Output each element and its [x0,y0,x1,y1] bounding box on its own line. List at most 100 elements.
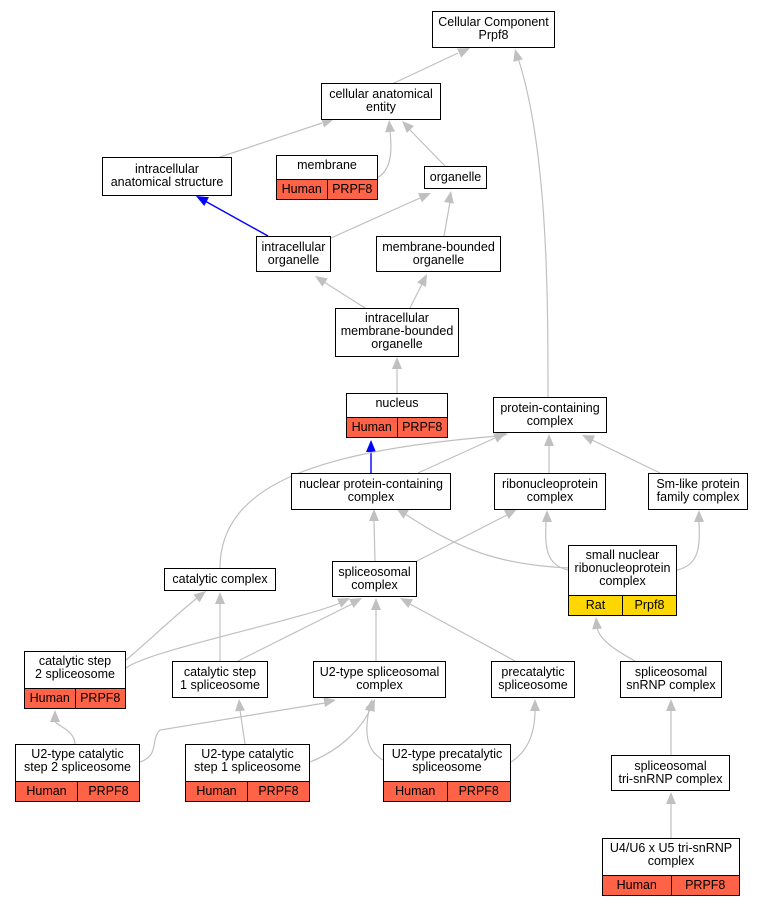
edge-u2sc-to-spliceosomal-arrowhead [371,598,381,610]
species-label: Rat [585,598,606,612]
node-label: U2-type catalytic step 2 spliceosome [23,747,131,774]
edge-u2cs2-to-cs2 [50,710,76,745]
node-small-nuclear-ribonucleoprotein-complex[interactable]: small nuclear ribonucleoprotein complex … [568,545,677,616]
edge-npcc-to-nucleus-arrowhead [366,440,376,452]
node-nucleus[interactable]: nucleus Human PRPF8 [346,393,448,438]
node-cellular-anatomical-entity[interactable]: cellular anatomical entity [321,83,441,120]
node-label: nucleus [375,396,419,410]
node-label: cellular anatomical entity [329,87,433,114]
edge-organelle-to-cae [402,121,446,167]
gene-label: PRPF8 [247,782,309,801]
node-nuclear-protein-containing-complex[interactable]: nuclear protein-containing complex [291,473,451,510]
edge-cae-to-cc-arrowhead [457,48,470,58]
annotation-badge: Human PRPF8 [277,179,377,199]
node-label: organelle [429,170,482,184]
edge-imbo-to-io [315,276,366,309]
edge-pcc-to-cc [513,49,549,398]
node-intracellular-organelle[interactable]: intracellular organelle [256,236,331,272]
edge-rnp-to-pcc [544,434,554,473]
edge-snrnp-to-rnp-arrowhead [542,510,552,522]
node-label: intracellular organelle [261,240,326,267]
node-u4-u6-x-u5-tri-snrnp-complex[interactable]: U4/U6 x U5 tri-snRNP complex Human PRPF8 [602,838,740,896]
edge-snrnp-to-npcc-arrowhead [396,508,409,519]
node-intracellular-anatomical-structure[interactable]: intracellular anatomical structure [102,157,232,196]
edge-spliceosomal-to-npcc-arrowhead [369,509,379,521]
node-ribonucleoprotein-complex[interactable]: ribonucleoprotein complex [494,473,606,510]
edge-io-to-organelle [330,193,431,239]
annotation-badge: Human PRPF8 [347,417,447,437]
gene-label: PRPF8 [74,689,126,708]
node-label: U4/U6 x U5 tri-snRNP complex [609,841,733,868]
node-label: spliceosomal complex [338,565,411,592]
node-label: spliceosomal tri-snRNP complex [618,759,723,786]
node-cellular-component[interactable]: Cellular Component Prpf8 [432,11,555,48]
edge-ias-to-cae [219,117,334,158]
edge-io-to-ias-arrowhead [196,196,209,207]
node-spliceosomal-complex[interactable]: spliceosomal complex [332,561,417,597]
edge-cs1-to-spliceosomal-arrowhead [349,598,362,608]
edge-spliceosomal-to-npcc [369,509,379,562]
node-catalytic-step-2-spliceosome[interactable]: catalytic step 2 spliceosome Human PRPF8 [24,651,126,709]
node-label: U2-type catalytic step 1 spliceosome [193,747,301,774]
edge-io-to-ias [196,196,269,237]
node-u2-type-catalytic-step-2-spliceosome[interactable]: U2-type catalytic step 2 spliceosome Hum… [15,744,140,802]
node-label: nuclear protein-containing complex [299,477,443,504]
annotation-badge: Human PRPF8 [603,875,739,895]
node-label: spliceosomal snRNP complex [626,665,716,692]
edge-mbo-to-organelle [443,191,454,237]
node-sm-like-protein-family-complex[interactable]: Sm-like protein family complex [648,473,748,510]
node-membrane[interactable]: membrane Human PRPF8 [276,155,378,200]
species-label: Human [395,784,436,798]
edge-cs2-to-catalytic [125,591,206,661]
edge-snrnp-to-npcc [396,508,571,569]
edge-precat-to-spliceosomal-arrowhead [400,598,413,609]
node-u2-type-spliceosomal-complex[interactable]: U2-type spliceosomal complex [313,661,446,698]
node-label: small nuclear ribonucleoprotein complex [574,548,671,588]
edge-u2pc-to-precat-arrowhead [530,699,540,711]
node-protein-containing-complex[interactable]: protein-containing complex [493,397,607,433]
edge-cae-to-cc [391,48,470,85]
annotation-badge: Human PRPF8 [384,781,510,801]
node-membrane-bounded-organelle[interactable]: membrane-bounded organelle [376,236,501,272]
edge-tri-to-sns-arrowhead [666,699,676,711]
node-spliceosomal-tri-snrnp-complex[interactable]: spliceosomal tri-snRNP complex [611,755,730,791]
node-label: U2-type precatalytic spliceosome [391,747,503,774]
edge-spliceosomal-to-rnp [414,509,517,563]
edge-tri-to-sns [666,699,676,755]
edge-cs2-to-spliceosomal-arrowhead [337,598,350,608]
node-precatalytic-spliceosome[interactable]: precatalytic spliceosome [491,661,575,698]
edge-cs2-to-spliceosomal [125,598,350,669]
node-label: intracellular anatomical structure [110,162,224,189]
edge-pcc-to-cc-arrowhead [513,49,523,62]
edge-mbo-to-organelle-arrowhead [443,191,454,204]
edge-rnp-to-pcc-arrowhead [544,434,554,446]
edge-npcc-to-nucleus [366,440,376,473]
node-u2-type-precatalytic-spliceosome[interactable]: U2-type precatalytic spliceosome Human P… [383,744,511,802]
edge-u4u6-to-tri [666,792,676,838]
edge-snrnp-to-rnp [542,510,569,571]
edge-u4u6-to-tri-arrowhead [666,792,676,804]
edge-nucleus-to-imbo-arrowhead [392,357,402,369]
edge-organelle-to-cae-arrowhead [402,121,415,134]
node-u2-type-catalytic-step-1-spliceosome[interactable]: U2-type catalytic step 1 spliceosome Hum… [185,744,310,802]
gene-label: PRPF8 [396,418,448,437]
node-label: membrane [297,158,357,172]
edge-membrane-to-cae [376,120,396,179]
edge-ias-to-cae-arrowhead [321,117,334,128]
edge-io-to-organelle-arrowhead [418,193,431,203]
node-organelle[interactable]: organelle [424,166,487,189]
gene-label: PRPF8 [446,782,511,801]
node-catalytic-step-1-spliceosome[interactable]: catalytic step 1 spliceosome [172,661,268,698]
node-catalytic-complex[interactable]: catalytic complex [164,568,276,591]
species-label: Human [29,691,70,705]
species-label: Human [26,784,67,798]
node-spliceosomal-snrnp-complex[interactable]: spliceosomal snRNP complex [620,661,722,698]
edge-precat-to-spliceosomal [400,598,516,662]
node-label: protein-containing complex [500,401,600,428]
annotation-badge: Human PRPF8 [16,781,139,801]
gene-label: Prpf8 [622,596,676,615]
node-label: catalytic step 1 spliceosome [180,665,260,692]
node-label: catalytic complex [172,572,268,586]
node-intracellular-membrane-bounded-organelle[interactable]: intracellular membrane-bounded organelle [335,308,459,357]
